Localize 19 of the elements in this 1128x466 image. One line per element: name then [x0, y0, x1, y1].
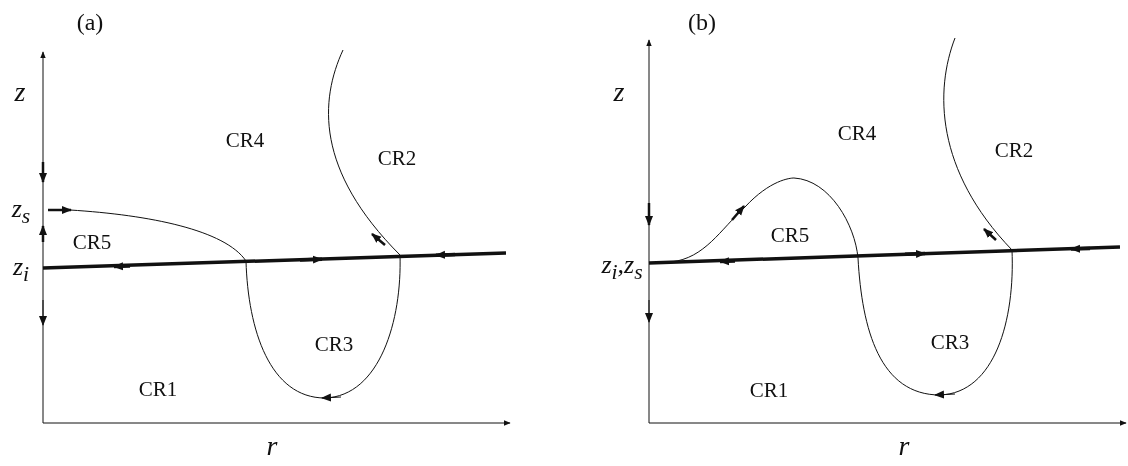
region-label: CR5: [770, 224, 810, 246]
axis-label: z: [613, 78, 625, 106]
panel-label: (a): [76, 10, 104, 34]
region-label: CR1: [138, 378, 178, 400]
region-label: CR4: [837, 122, 877, 144]
region-label: CR1: [749, 379, 789, 401]
axis-label: r: [266, 432, 278, 460]
axis-label: r: [898, 432, 910, 460]
panel-label: (b): [688, 10, 716, 34]
region-label: CR3: [314, 333, 354, 355]
region-label: CR5: [72, 231, 112, 253]
region-label: CR3: [930, 331, 970, 353]
region-label: CR2: [377, 147, 417, 169]
region-label: CR4: [225, 129, 265, 151]
region-label: CR2: [994, 139, 1034, 161]
axis-value-label: z$_{i}$,z$_{s}$: [601, 252, 643, 284]
axis-label: z: [14, 78, 26, 106]
axis-value-label: z$_{s}$: [11, 196, 31, 228]
axis-value-label: z$_{i}$: [12, 254, 30, 286]
